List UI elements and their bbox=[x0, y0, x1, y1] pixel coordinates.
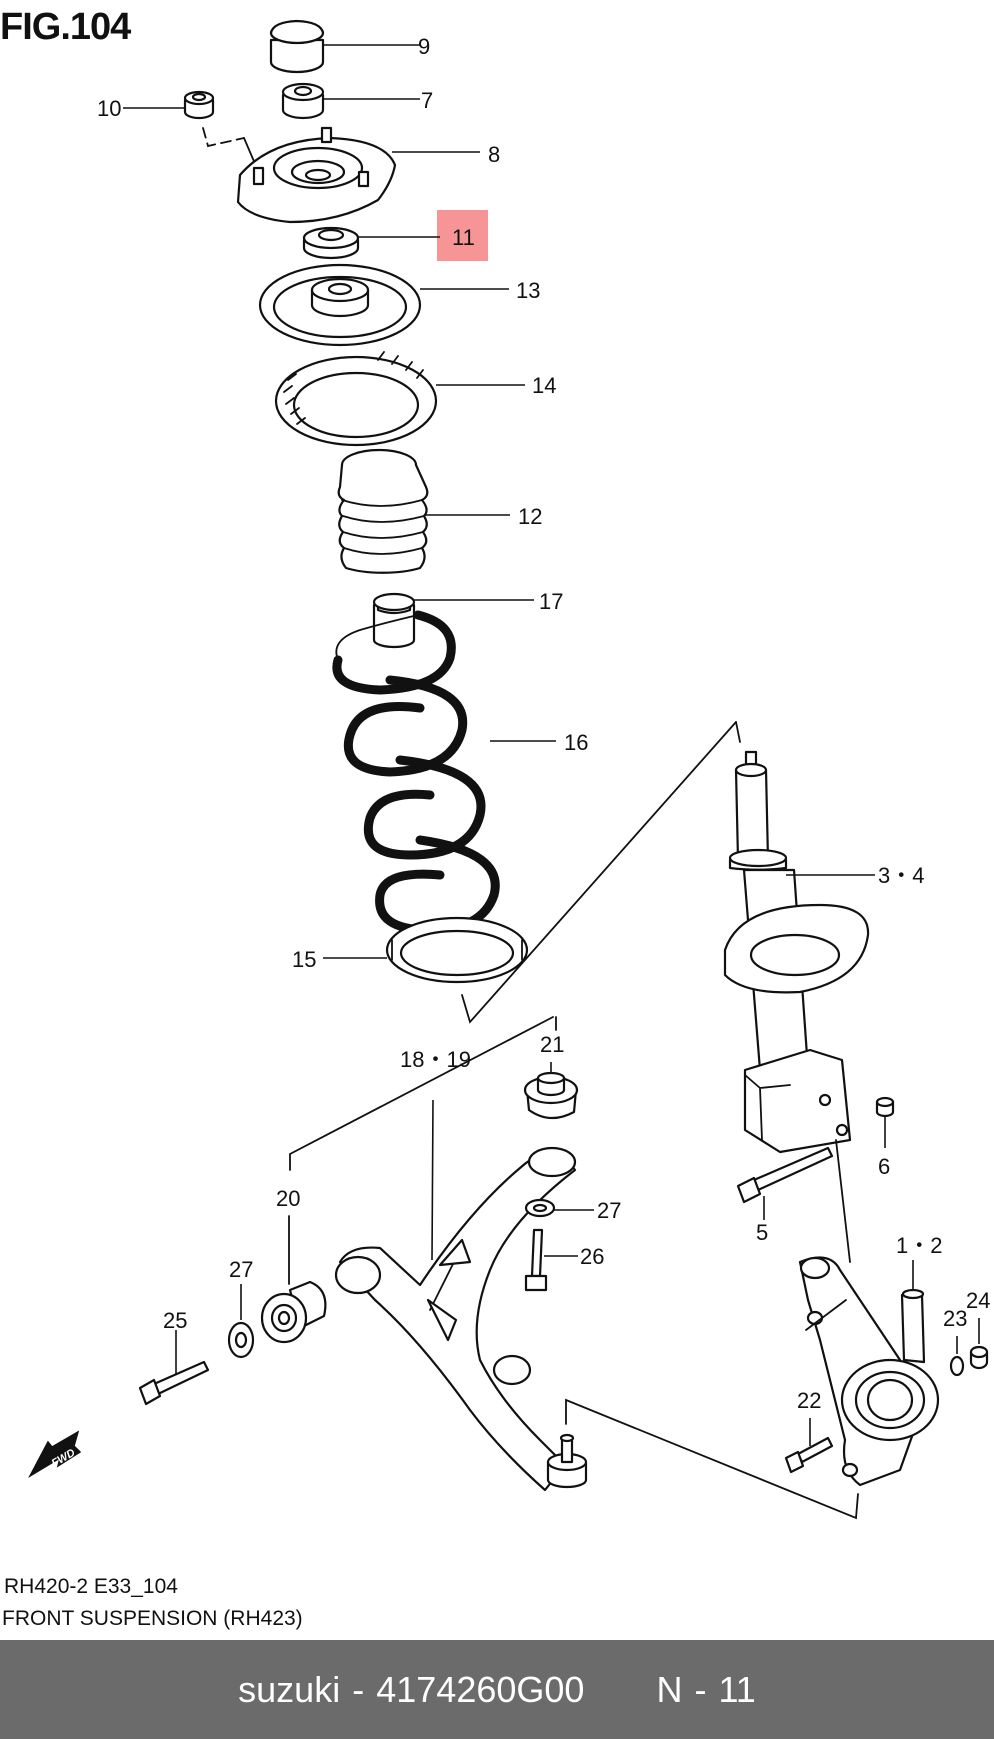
callout-6: 6 bbox=[878, 1154, 890, 1179]
callout-27-b: 27 bbox=[229, 1257, 253, 1282]
callout-12: 12 bbox=[518, 504, 542, 529]
part-22-bolt[interactable] bbox=[784, 1436, 834, 1474]
footer-part-number: 4174260G00 bbox=[376, 1668, 585, 1710]
part-15-lower-insulator[interactable] bbox=[385, 916, 529, 984]
part-14-insulator[interactable] bbox=[274, 351, 438, 447]
callout-20: 20 bbox=[276, 1186, 300, 1211]
part-11-bushing[interactable] bbox=[302, 226, 360, 260]
callout-14: 14 bbox=[532, 373, 556, 398]
suspension-diagram: FWD 9 7 10 8 11 13 14 12 17 16 3・4 15 18… bbox=[28, 19, 990, 1520]
callout-11: 11 bbox=[452, 225, 475, 250]
callout-10: 10 bbox=[97, 96, 121, 121]
part-27-washer-lower[interactable] bbox=[227, 1321, 255, 1359]
part-5-bolt[interactable] bbox=[736, 1146, 834, 1204]
callout-27: 27 bbox=[597, 1198, 621, 1223]
part-6-nut[interactable] bbox=[875, 1096, 895, 1118]
part-3-4-strut[interactable] bbox=[723, 750, 870, 1154]
part-10-nut[interactable] bbox=[183, 90, 215, 120]
part-12-dust-boot[interactable] bbox=[337, 448, 429, 574]
fwd-arrow-icon: FWD bbox=[28, 1430, 82, 1479]
part-16-coil-spring[interactable] bbox=[332, 610, 500, 935]
reference-code: RH420-2 E33_104 bbox=[4, 1575, 178, 1598]
callout-9: 9 bbox=[418, 34, 430, 59]
part-8-strut-mount[interactable] bbox=[236, 126, 397, 224]
part-7-nut[interactable] bbox=[281, 82, 325, 120]
callout-25: 25 bbox=[163, 1308, 187, 1333]
callout-26: 26 bbox=[580, 1244, 604, 1269]
callout-1-2: 1・2 bbox=[896, 1233, 942, 1258]
part-1-2-knuckle[interactable] bbox=[798, 1256, 940, 1487]
callout-8: 8 bbox=[488, 142, 500, 167]
callout-15: 15 bbox=[292, 947, 316, 972]
callout-3-4: 3・4 bbox=[878, 863, 924, 888]
part-27-washer-upper[interactable] bbox=[524, 1198, 556, 1218]
footer-bar: suzuki - 4174260G00 N - 11 bbox=[0, 1640, 994, 1739]
callout-5: 5 bbox=[756, 1220, 768, 1245]
footer-brand: suzuki bbox=[238, 1668, 341, 1710]
callout-labels: 9 7 10 8 11 13 14 12 17 16 3・4 15 18・19 … bbox=[97, 34, 990, 1413]
callout-22: 22 bbox=[797, 1388, 821, 1413]
footer-separator: - bbox=[352, 1668, 365, 1710]
figure-title: FIG.104 bbox=[0, 6, 131, 48]
reference-description: FRONT SUSPENSION (RH423) bbox=[2, 1607, 303, 1630]
callout-21: 21 bbox=[540, 1032, 564, 1057]
part-24-nut[interactable] bbox=[969, 1345, 989, 1370]
footer-page: N - 11 bbox=[656, 1668, 756, 1710]
part-18-19-control-arm[interactable] bbox=[334, 1146, 588, 1492]
callout-24: 24 bbox=[966, 1288, 990, 1313]
part-23-washer[interactable] bbox=[949, 1355, 965, 1377]
callout-16: 16 bbox=[564, 730, 588, 755]
callout-18-19: 18・19 bbox=[400, 1047, 471, 1072]
callout-13: 13 bbox=[516, 278, 540, 303]
callout-7: 7 bbox=[421, 88, 433, 113]
callout-23: 23 bbox=[943, 1306, 967, 1331]
part-13-spring-seat[interactable] bbox=[258, 263, 422, 347]
footer-text: suzuki - 4174260G00 N - 11 bbox=[238, 1669, 756, 1711]
part-26-bolt[interactable] bbox=[524, 1228, 548, 1292]
part-20-bushing[interactable] bbox=[260, 1280, 327, 1344]
part-21-bushing[interactable] bbox=[523, 1071, 579, 1120]
part-9-cap[interactable] bbox=[269, 19, 325, 74]
part-17-bump-stopper[interactable] bbox=[372, 592, 416, 649]
part-25-bolt[interactable] bbox=[138, 1360, 210, 1406]
callout-17: 17 bbox=[539, 589, 563, 614]
highlight-part-11 bbox=[437, 210, 488, 261]
